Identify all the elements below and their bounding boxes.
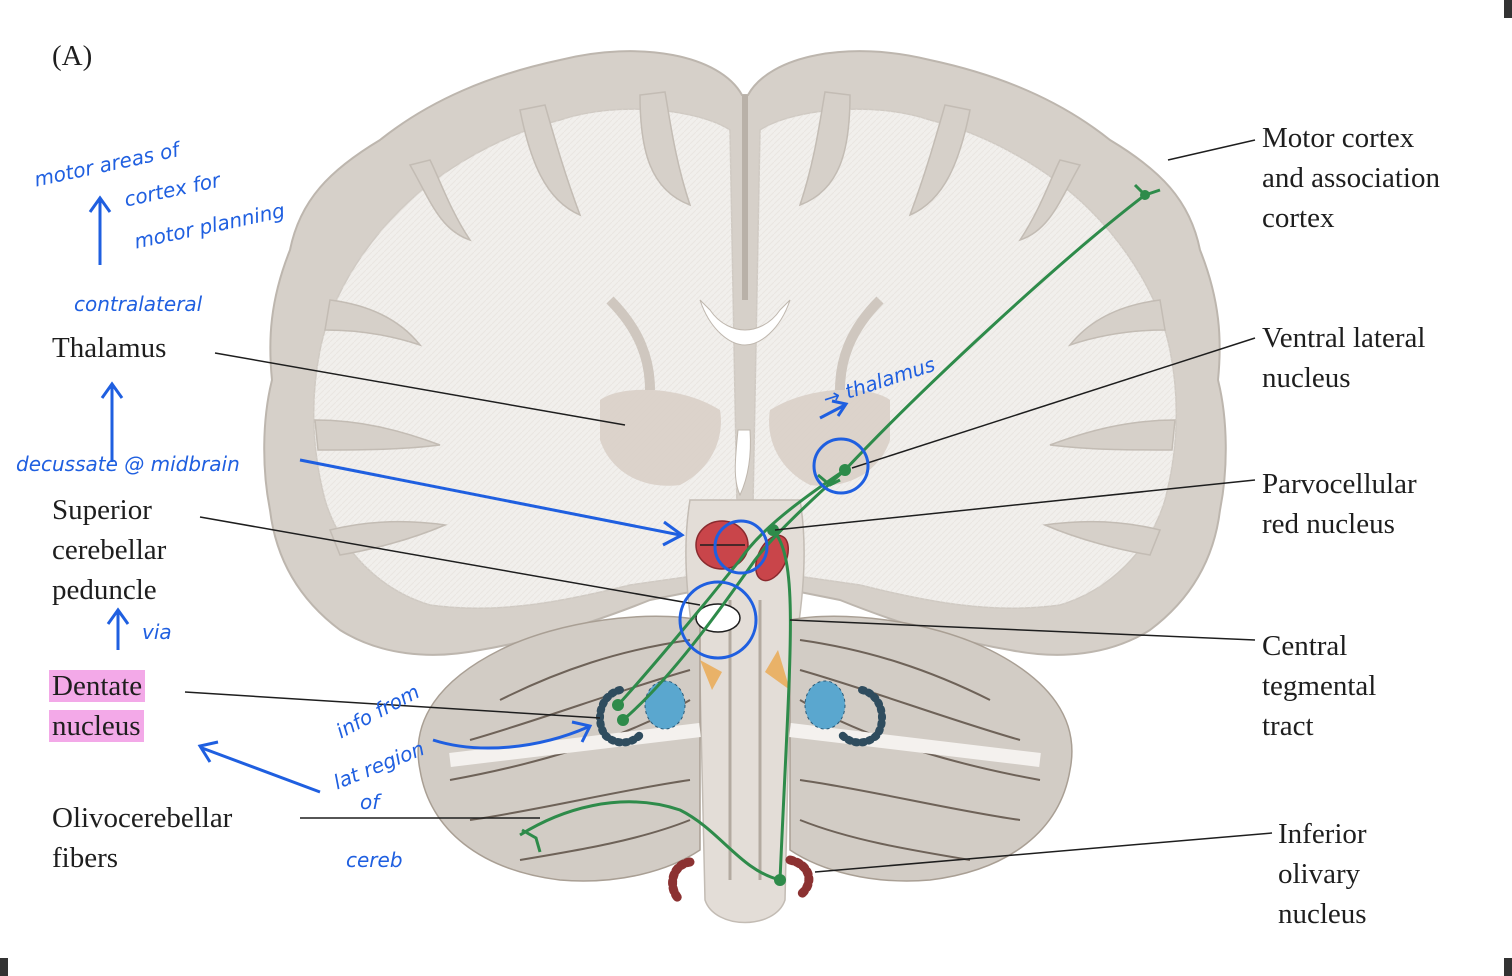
label-ventral-lateral-nucleus: Ventral lateral nucleus xyxy=(1262,318,1425,398)
label-superior-cerebellar-peduncle: Superior cerebellar peduncle xyxy=(52,490,166,610)
corner-mark xyxy=(1504,0,1512,18)
lateral-ventricle xyxy=(699,299,791,346)
label-parvocellular-red-nucleus: Parvocellular red nucleus xyxy=(1262,464,1417,544)
interposed-left xyxy=(644,680,686,730)
label-line: peduncle xyxy=(52,574,157,606)
label-inferior-olivary-nucleus: Inferior olivary nucleus xyxy=(1278,814,1367,934)
label-motor-cortex: Motor cortex and association cortex xyxy=(1262,118,1440,238)
olive-left xyxy=(668,857,695,905)
note-info-from-line4: cereb xyxy=(346,848,403,872)
label-olivocerebellar-fibers: Olivocerebellar fibers xyxy=(52,798,232,878)
label-line: tegmental xyxy=(1262,670,1377,702)
label-line-highlighted: nucleus xyxy=(49,710,144,742)
olive-right xyxy=(785,855,814,900)
interposed-right xyxy=(804,680,846,730)
dentate-left xyxy=(596,686,644,747)
label-line: Inferior xyxy=(1278,818,1367,850)
label-thalamus: Thalamus xyxy=(52,328,166,368)
label-line: nucleus xyxy=(1278,898,1367,930)
label-line: Olivocerebellar xyxy=(52,802,233,834)
label-line: cerebellar xyxy=(52,534,167,566)
label-central-tegmental-tract: Central tegmental tract xyxy=(1262,626,1376,746)
corner-mark xyxy=(0,958,8,976)
thalamus-shape xyxy=(600,389,721,486)
dentate-right xyxy=(838,686,886,747)
label-line: Central xyxy=(1262,630,1348,662)
label-line: Ventral lateral xyxy=(1262,322,1426,354)
note-via: via xyxy=(142,620,172,644)
pathway-lines xyxy=(519,183,1161,882)
label-line: red nucleus xyxy=(1262,508,1395,540)
sulci xyxy=(314,91,1176,556)
corner-mark xyxy=(1504,958,1512,976)
label-line: and association xyxy=(1262,162,1440,194)
note-decussate: decussate @ midbrain xyxy=(16,452,240,476)
note-info-from-line3: of xyxy=(360,790,380,814)
label-line: cortex xyxy=(1262,202,1335,234)
third-ventricle xyxy=(734,429,751,497)
label-dentate-nucleus: Dentate nucleus xyxy=(49,666,146,746)
label-line: tract xyxy=(1262,710,1314,742)
label-line: Motor cortex xyxy=(1262,122,1415,154)
note-contralateral: contralateral xyxy=(74,292,203,316)
label-line: fibers xyxy=(52,842,119,874)
longitudinal-fissure xyxy=(742,95,748,300)
label-line: nucleus xyxy=(1262,362,1351,394)
leader-lines xyxy=(184,139,1273,873)
label-line: olivary xyxy=(1278,858,1361,890)
pathway-nodes xyxy=(612,190,1150,886)
label-line: Parvocellular xyxy=(1262,468,1417,500)
label-line: Superior xyxy=(52,494,152,526)
label-line: Thalamus xyxy=(52,332,167,364)
label-line-highlighted: Dentate xyxy=(49,670,146,702)
annotation-marks xyxy=(88,195,870,794)
panel-label: (A) xyxy=(52,40,93,72)
